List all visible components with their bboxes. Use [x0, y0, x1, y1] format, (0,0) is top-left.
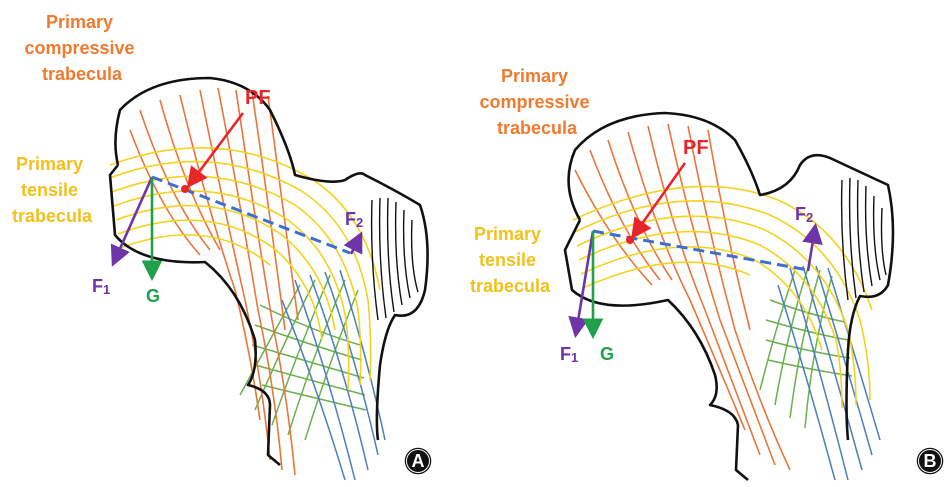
pf-label-a: PF	[245, 87, 271, 109]
femur-outline-a	[110, 78, 428, 465]
compressive-trabecula-a	[130, 88, 298, 475]
compressive-label-line3: trabecula	[42, 64, 123, 84]
f2-label-a: F2	[345, 209, 363, 230]
tensile-label-line2: tensile	[479, 250, 536, 270]
compressive-trabecula-b	[575, 124, 790, 470]
panel-badge-a: A	[404, 447, 432, 475]
f1-label-a: F1	[92, 276, 110, 297]
pf-point-b	[626, 236, 634, 244]
f1-main: F	[92, 276, 103, 296]
f1-arrow-b	[576, 231, 593, 333]
compressive-label-line3: trabecula	[497, 118, 578, 138]
panel-a: Primary compressive trabecula Primary te…	[12, 12, 432, 480]
compressive-label-a: Primary compressive trabecula	[24, 12, 139, 84]
panel-badge-b: B	[916, 447, 944, 475]
f2-label-b: F2	[795, 204, 813, 225]
pf-point-a	[181, 185, 189, 193]
compressive-label-line1: Primary	[501, 66, 568, 86]
f2-main: F	[795, 204, 806, 224]
f1-sub: 1	[103, 282, 110, 297]
g-label-a: G	[146, 286, 160, 306]
f2-sub: 2	[356, 215, 363, 230]
f2-main: F	[345, 209, 356, 229]
tensile-label-a: Primary tensile trabecula	[12, 154, 93, 226]
tensile-label-line2: tensile	[21, 180, 78, 200]
f1-sub: 1	[571, 350, 578, 365]
badge-letter-b: B	[924, 451, 937, 471]
compressive-label-line1: Primary	[46, 12, 113, 32]
g-label-b: G	[600, 344, 614, 364]
compressive-label-line2: compressive	[479, 92, 589, 112]
f1-label-b: F1	[560, 344, 578, 365]
f2-arrow-a	[351, 236, 360, 254]
tensile-label-b: Primary tensile trabecula	[470, 224, 551, 296]
compressive-label-b: Primary compressive trabecula	[479, 66, 594, 138]
tensile-label-line1: Primary	[474, 224, 541, 244]
tensile-label-line1: Primary	[16, 154, 83, 174]
trochanter-lines-a	[372, 198, 418, 320]
pf-label-b: PF	[683, 137, 709, 159]
trochanter-lines-b	[842, 178, 886, 300]
compressive-label-line2: compressive	[24, 38, 134, 58]
badge-letter-a: A	[412, 451, 425, 471]
tensile-label-line3: trabecula	[470, 276, 551, 296]
f2-sub: 2	[806, 210, 813, 225]
panel-b: Primary compressive trabecula Primary te…	[470, 66, 944, 480]
f1-main: F	[560, 344, 571, 364]
tensile-label-line3: trabecula	[12, 206, 93, 226]
lever-line-b	[593, 231, 808, 270]
femur-outline-b	[565, 113, 893, 480]
